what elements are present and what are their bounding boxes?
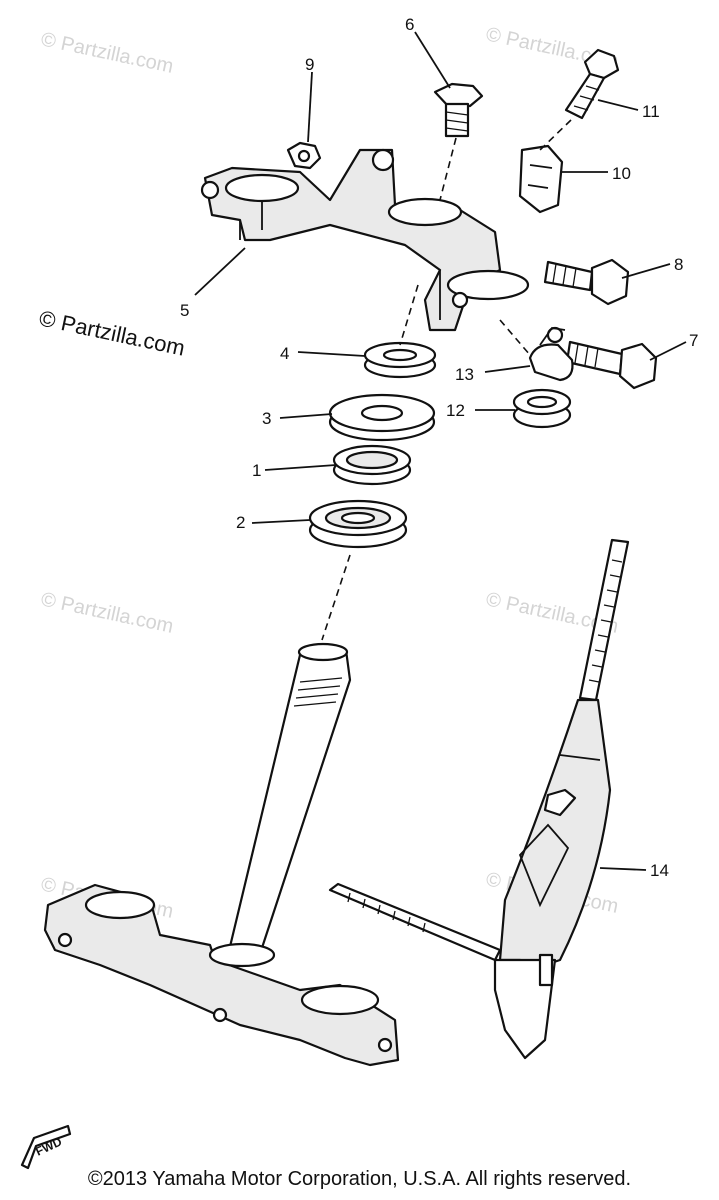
callout-1: 1 [252, 461, 261, 480]
callouts: 9 6 11 10 8 7 5 4 13 3 12 1 2 [180, 15, 698, 880]
nut-9 [286, 141, 322, 170]
bolt-6 [433, 82, 484, 138]
copyright-notice: ©2013 Yamaha Motor Corporation, U.S.A. A… [87, 1168, 632, 1190]
lower-bracket [43, 883, 400, 1067]
callout-3: 3 [262, 409, 271, 428]
bearing-1 [332, 444, 412, 486]
washer-12 [512, 388, 572, 429]
bolt-11 [564, 48, 620, 120]
callout-2: 2 [236, 513, 245, 532]
bolt-8 [543, 258, 630, 306]
fwd-arrow: FWD [20, 1124, 72, 1170]
callout-5: 5 [180, 301, 189, 320]
callout-8: 8 [674, 255, 683, 274]
watermark: © Partzilla.com [39, 588, 175, 638]
callout-13: 13 [455, 365, 474, 384]
callout-14: 14 [650, 861, 669, 880]
bearing-2 [308, 499, 408, 549]
callout-11: 11 [642, 102, 660, 121]
callout-9: 9 [305, 55, 314, 74]
callout-7: 7 [689, 331, 698, 350]
callout-12: 12 [446, 401, 465, 420]
bolt-7 [565, 340, 658, 390]
callout-4: 4 [280, 344, 289, 363]
steering-shaft [226, 642, 352, 962]
upper-bracket [200, 148, 530, 332]
cover-3 [328, 393, 436, 442]
holder-10 [518, 144, 564, 214]
clamp-13 [528, 326, 574, 382]
tool-14 [328, 538, 630, 1060]
watermark-strong: © Partzilla.com [37, 305, 187, 360]
assembly-lines [321, 119, 572, 641]
watermark: © Partzilla.com [39, 28, 175, 78]
ring-nut-4 [363, 341, 437, 379]
callout-10: 10 [612, 164, 631, 183]
callout-6: 6 [405, 15, 414, 34]
